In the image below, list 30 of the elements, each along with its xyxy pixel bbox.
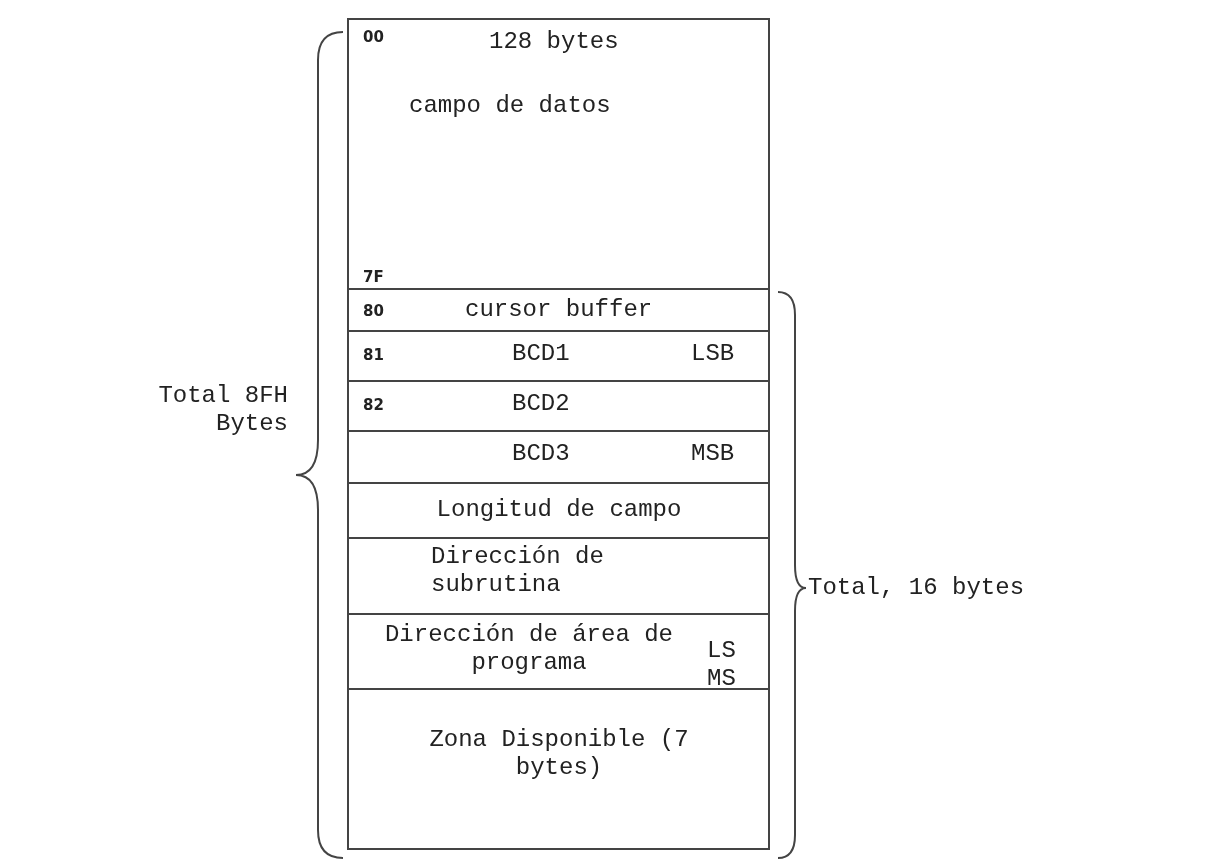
byte-order-label: LS <box>707 637 736 665</box>
field-label: Dirección de área de programa <box>383 621 674 677</box>
memory-block <box>347 537 770 615</box>
memory-block <box>347 430 770 484</box>
memory-block <box>347 288 770 332</box>
total-size-label: Total, 16 bytes <box>808 574 1025 602</box>
field-label: Longitud de campo <box>435 496 683 524</box>
address-label: 81 <box>363 346 384 364</box>
field-label: campo de datos <box>409 92 611 120</box>
total-size-label: Total 8FH Bytes <box>157 382 288 438</box>
field-label: Dirección de subrutina <box>431 543 605 599</box>
field-label: BCD2 <box>512 390 570 418</box>
byte-order-label: MSB <box>691 440 735 468</box>
size-text: 128 bytes <box>489 28 619 56</box>
field-label: BCD3 <box>512 440 570 468</box>
memory-block <box>347 380 770 432</box>
field-label: BCD1 <box>512 340 570 368</box>
field-label: cursor buffer <box>465 296 653 324</box>
address-label: 80 <box>363 302 384 320</box>
memory-block <box>347 18 770 290</box>
byte-order-label: LSB <box>691 340 735 368</box>
address-label: 00 <box>363 28 384 46</box>
memory-block <box>347 688 770 850</box>
field-label: Zona Disponible (7 bytes) <box>428 726 690 782</box>
byte-order-label: MS <box>707 665 736 693</box>
memory-block <box>347 482 770 539</box>
memory-block <box>347 330 770 382</box>
memory-block <box>347 613 770 690</box>
address-label: 7F <box>363 268 384 286</box>
address-label: 82 <box>363 396 384 414</box>
